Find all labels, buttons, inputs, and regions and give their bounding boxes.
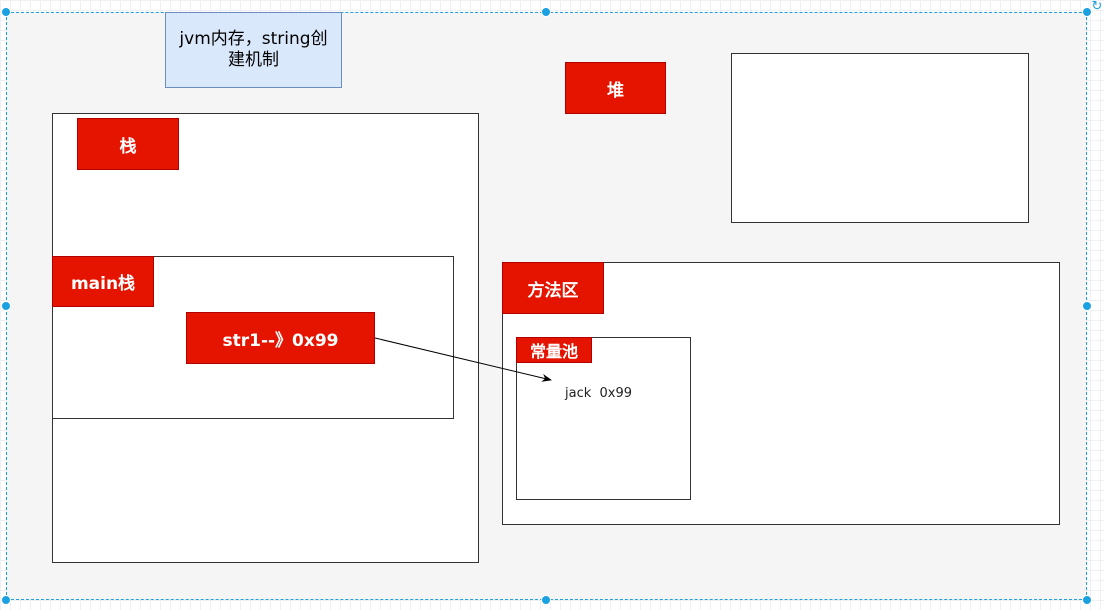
resize-handle-top-center[interactable] <box>541 7 551 17</box>
rotate-handle-icon[interactable]: ↻ <box>1091 0 1103 14</box>
str1-variable-text: str1--》0x99 <box>222 330 339 351</box>
constant-pool-label[interactable]: 常量池 <box>516 337 592 363</box>
resize-handle-top-left[interactable] <box>1 7 11 17</box>
constant-pool-region[interactable] <box>516 337 691 500</box>
main-stack-label[interactable]: main栈 <box>52 256 154 307</box>
method-area-label-text: 方法区 <box>527 280 579 301</box>
constant-pool-entry[interactable]: jack 0x99 <box>565 386 633 401</box>
str1-variable[interactable]: str1--》0x99 <box>186 312 375 364</box>
stack-label-text: 栈 <box>119 136 137 157</box>
diagram-title-note[interactable]: jvm内存，string创建机制 <box>165 12 342 88</box>
diagram-title-text: jvm内存，string创建机制 <box>179 29 328 70</box>
resize-handle-bottom-center[interactable] <box>541 595 551 605</box>
heap-region[interactable] <box>731 53 1029 223</box>
main-stack-label-text: main栈 <box>70 274 136 294</box>
resize-handle-bottom-left[interactable] <box>1 595 11 605</box>
heap-label[interactable]: 堆 <box>565 62 666 114</box>
heap-label-text: 堆 <box>607 80 624 101</box>
resize-handle-top-right[interactable] <box>1082 7 1092 17</box>
stack-label[interactable]: 栈 <box>77 118 179 170</box>
method-area-label[interactable]: 方法区 <box>502 262 604 314</box>
resize-handle-middle-right[interactable] <box>1082 301 1092 311</box>
resize-handle-middle-left[interactable] <box>1 301 11 311</box>
resize-handle-bottom-right[interactable] <box>1082 595 1092 605</box>
constant-pool-label-text: 常量池 <box>529 342 578 361</box>
